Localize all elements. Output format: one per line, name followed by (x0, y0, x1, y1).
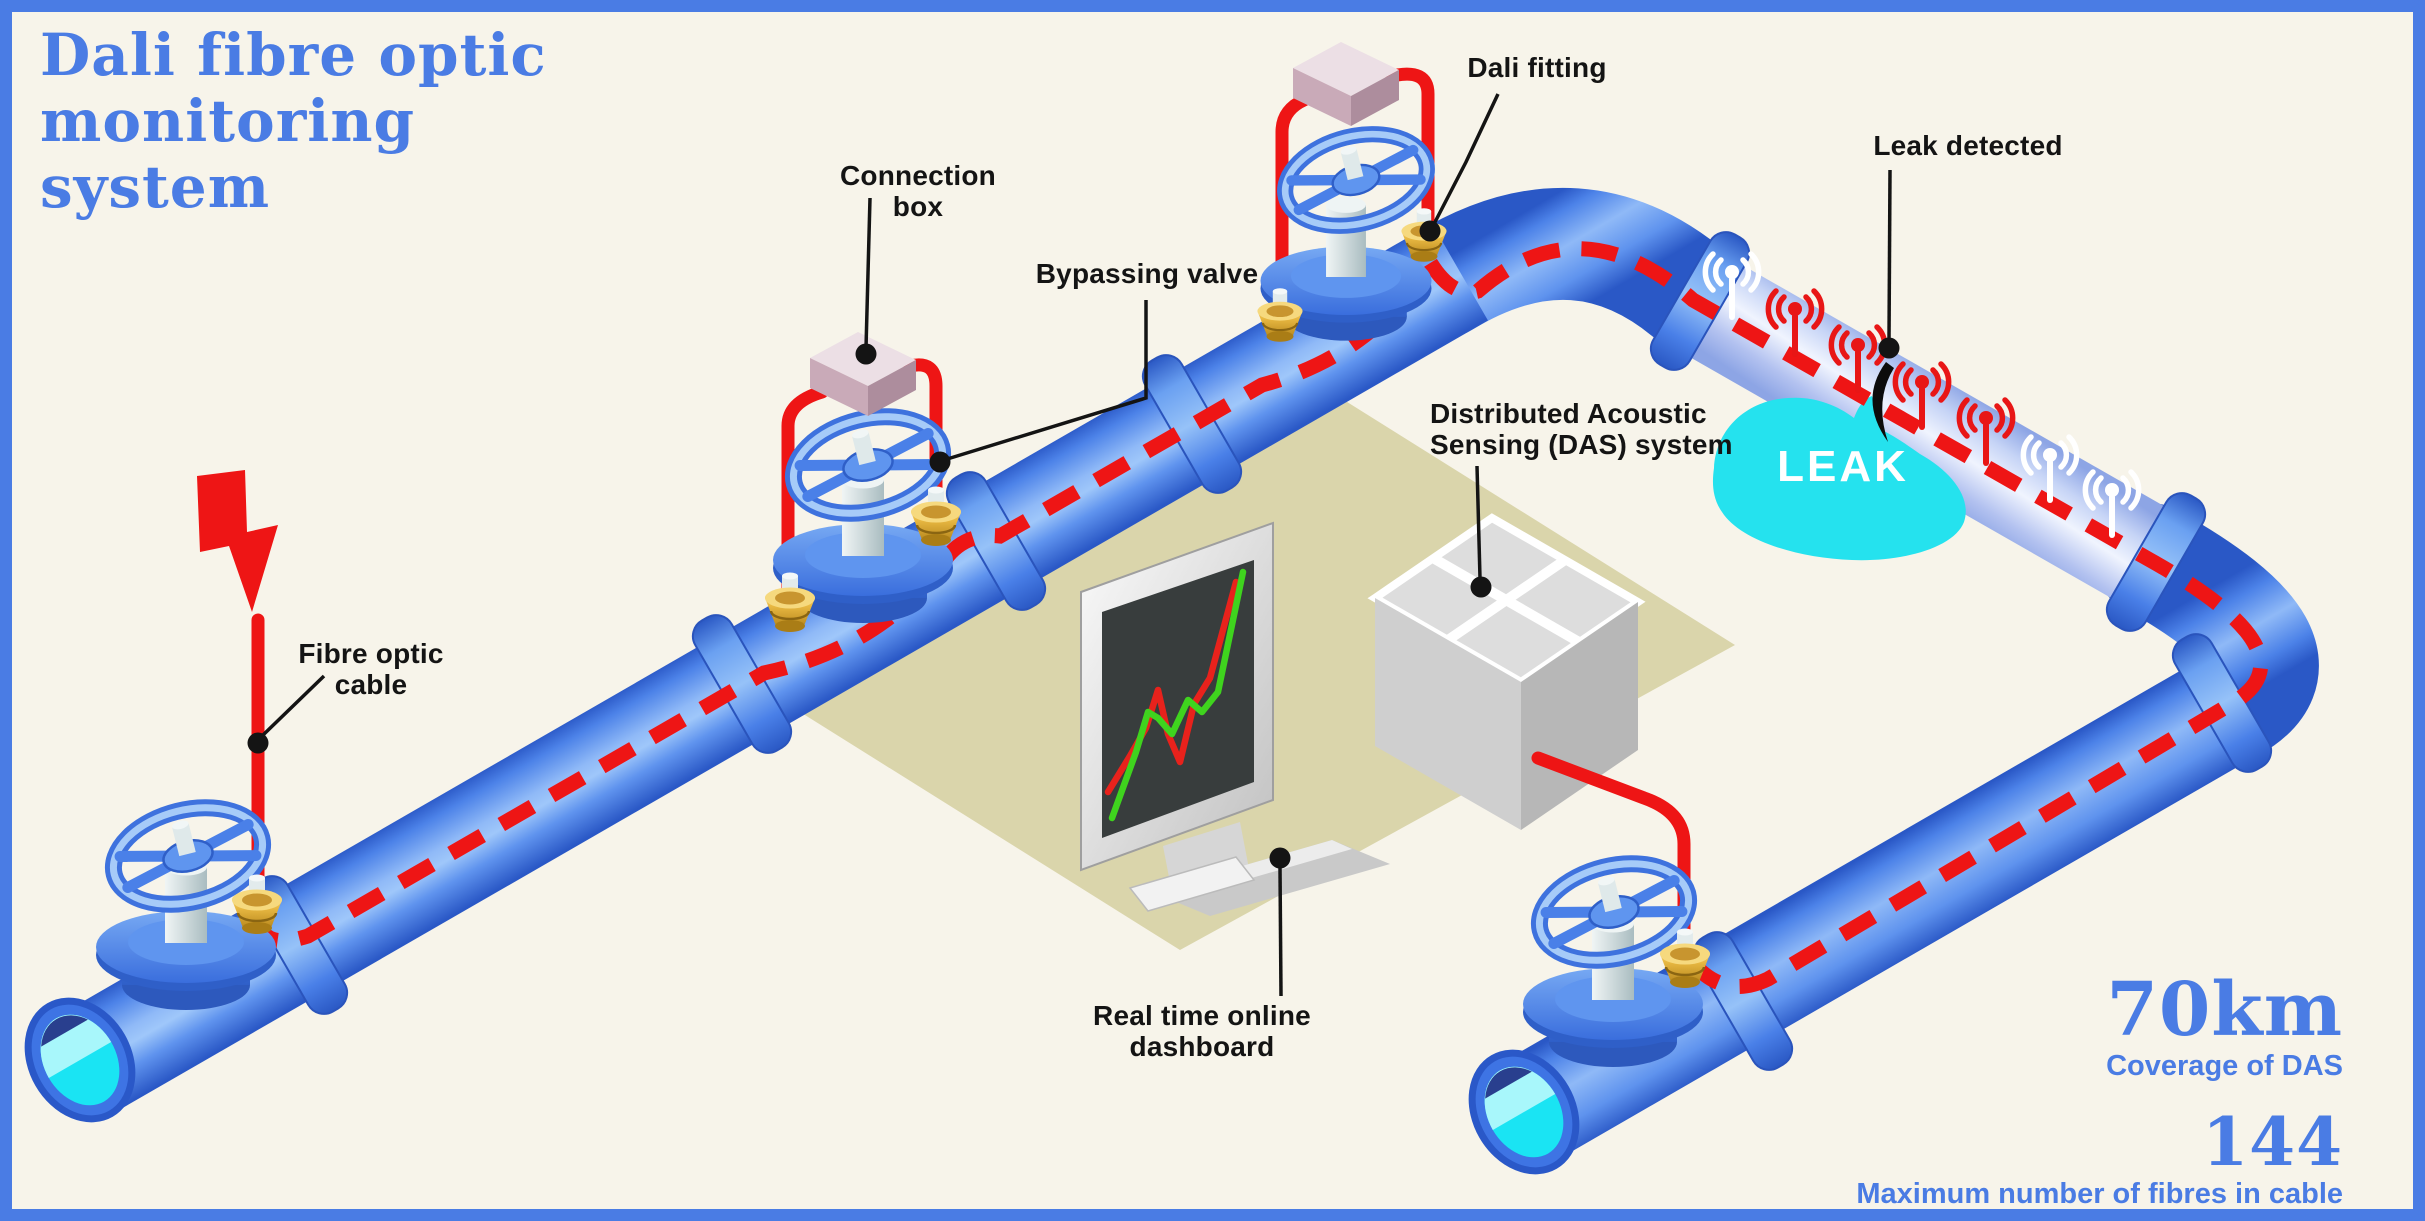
leak-badge: LEAK (1777, 442, 1909, 491)
label-leak-detected: Leak detected (1873, 130, 2063, 161)
bypass-cable-left-v2 (781, 385, 829, 603)
title-line: monitoring (40, 87, 416, 155)
das-label-line1: Distributed Acoustic (1430, 398, 1707, 429)
monitor-screen (1102, 560, 1254, 838)
das-unit (1367, 513, 1646, 830)
dashboard-label-line1: Real time online (1093, 1000, 1311, 1031)
handwheel-icon (1275, 120, 1436, 240)
stat-fibres-caption: Maximum number of fibres in cable (1856, 1178, 2343, 1210)
leader-lines (260, 93, 1892, 997)
stats-block: 70km Coverage of DAS 144 Maximum number … (1643, 967, 2343, 1210)
pipe-end-cap-right (1468, 1049, 1580, 1175)
bypass-cable-left-v3 (1275, 93, 1311, 315)
leader-bypassing-valve (943, 300, 1148, 462)
leader-dots (247, 220, 1900, 869)
flow-arrow-icon (197, 470, 278, 612)
leader-dali-fitting (1432, 93, 1500, 225)
dashboard-monitor (1080, 521, 1390, 916)
label-dali-fitting: Dali fitting (1467, 52, 1607, 83)
label-dashboard: Real time online dashboard (1052, 1000, 1352, 1062)
connection-box-2 (1293, 42, 1399, 126)
leader-fibre-optic (260, 674, 326, 738)
fibre-cable-in-pipe (251, 241, 2268, 994)
leader-connection-box (864, 197, 872, 349)
das-cable (1531, 751, 1691, 959)
bypass-cable-right-v3 (1385, 67, 1435, 235)
das-label-line2: Sensing (DAS) system (1430, 429, 1733, 460)
leader-leak-detected (1887, 169, 1892, 341)
stat-coverage-value: 70km (2106, 967, 2343, 1053)
label-connection-box: Connection box (840, 160, 996, 222)
leak-water-blob (1712, 396, 1966, 561)
keyboard (1128, 856, 1256, 912)
leader-dashboard (1278, 867, 1283, 997)
chart-line-green (1108, 568, 1247, 822)
page-title: Dali fibre optic monitoring system (40, 22, 547, 220)
label-bypassing-valve: Bypassing valve (1035, 258, 1259, 289)
leader-das (1475, 465, 1482, 579)
monitor-stand-base (1152, 840, 1390, 916)
label-fibre-optic-cable: Fibre optic cable (298, 638, 444, 700)
pipe-end-cap-left (24, 997, 136, 1123)
das-left-face (1375, 598, 1521, 830)
stat-fibres-value: 144 (2202, 1103, 2343, 1181)
das-vent-grid (1430, 553, 1582, 647)
label-das-system: Distributed Acoustic Sensing (DAS) syste… (1430, 398, 1760, 460)
title-line: Dali fibre optic (40, 21, 547, 89)
dashboard-label-line2: dashboard (1129, 1031, 1275, 1062)
leak-crack (1872, 362, 1894, 442)
title-line: system (40, 153, 271, 221)
das-right-face (1521, 602, 1638, 830)
stat-coverage-caption: Coverage of DAS (2106, 1050, 2343, 1082)
